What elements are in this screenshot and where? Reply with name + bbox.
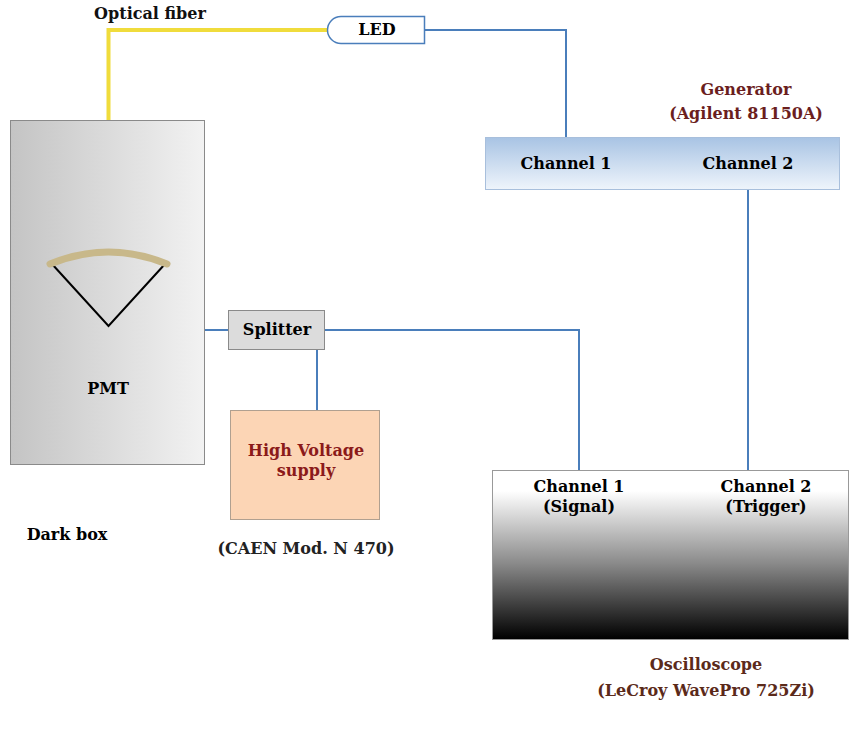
edge-label: Optical fiber	[94, 4, 206, 24]
photocathode	[50, 252, 167, 264]
splitter-box: Splitter	[228, 310, 325, 350]
node-heading: (Agilent 81150A)	[656, 104, 836, 124]
node-text: Splitter	[232, 320, 322, 340]
generator-box: Generator(Agilent 81150A)Channel 1Channe…	[485, 137, 840, 190]
node-text: Channel 2 (Trigger)	[705, 477, 827, 517]
pmt-body	[52, 264, 165, 326]
pmt-tube: PMT	[46, 246, 171, 326]
oscilloscope-box: Channel 1 (Signal)Channel 2 (Trigger)Osc…	[492, 470, 849, 640]
node-heading: PMT	[63, 379, 153, 399]
node-text: Channel 1 (Signal)	[523, 477, 635, 517]
node-text: LED	[337, 20, 417, 40]
node-text: Channel 1	[501, 154, 631, 174]
power-supply-box: High Voltage supply(CAEN Mod. N 470)	[230, 410, 380, 520]
led-shape	[328, 17, 425, 44]
signal-cable	[425, 30, 566, 137]
node-heading: Dark box	[0, 525, 137, 545]
signal-cable	[316, 350, 318, 410]
pmt-outline	[46, 246, 171, 326]
node-heading: (LeCroy WavePro 725Zi)	[561, 681, 849, 701]
node-text: Channel 2	[683, 154, 813, 174]
node-text: High Voltage supply	[236, 441, 376, 481]
node-heading: (CAEN Mod. N 470)	[191, 539, 421, 559]
node-heading: Oscilloscope	[606, 655, 806, 675]
signal-cable	[747, 190, 749, 470]
node-heading: Generator	[656, 80, 836, 100]
led-emitter: LED	[327, 16, 425, 44]
dark-box: PMTDark box	[10, 120, 205, 465]
